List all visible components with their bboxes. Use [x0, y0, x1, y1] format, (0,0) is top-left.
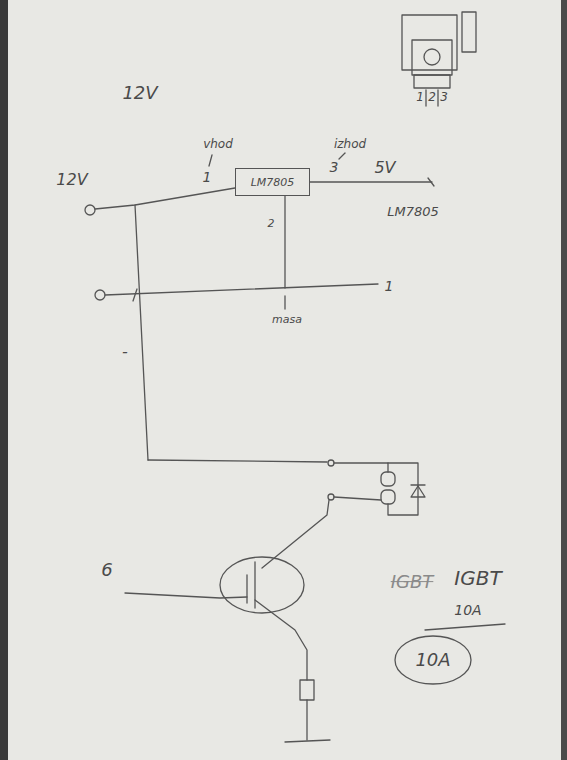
- underline: [425, 624, 505, 630]
- annotation: 3: [440, 91, 448, 104]
- wire: [255, 600, 307, 680]
- annotation: 2: [268, 218, 275, 230]
- annotation: 1: [203, 170, 212, 185]
- annotation: 12V: [56, 171, 87, 189]
- annotation: 12V: [122, 83, 157, 103]
- annotation: izhod: [334, 138, 366, 151]
- annotation: 5V: [374, 159, 395, 177]
- annotation: 10A: [454, 603, 481, 618]
- annotation: 1: [416, 91, 424, 104]
- wire: [334, 497, 381, 500]
- wire: [148, 460, 327, 462]
- annotation: masa: [272, 314, 302, 326]
- package-side: [462, 12, 476, 52]
- annotation: vhod: [203, 138, 233, 151]
- wire: [334, 463, 388, 472]
- leader-line: [209, 155, 212, 166]
- part-name: LM7805: [251, 176, 295, 189]
- terminal: [328, 460, 334, 466]
- wire: [310, 181, 432, 182]
- load-symbol: [300, 680, 314, 700]
- gate-plate: [246, 575, 247, 603]
- terminal: [95, 290, 105, 300]
- annotation: LM7805: [387, 205, 439, 219]
- gate-wire: [125, 593, 247, 598]
- wire: [284, 196, 285, 288]
- package-outline: [402, 15, 457, 70]
- annotation: 3: [330, 160, 339, 175]
- annotation: 10A: [415, 650, 450, 670]
- wire: [306, 700, 307, 740]
- photo-edge: [561, 0, 567, 760]
- diode-bar: [411, 484, 425, 485]
- pin-separator: [425, 90, 426, 106]
- ground-bar: [285, 740, 330, 742]
- wire-tick: [133, 289, 137, 301]
- terminal: [85, 205, 95, 215]
- relay-coil: [381, 472, 395, 486]
- wire: [95, 188, 235, 209]
- annotation: 2: [428, 91, 436, 104]
- package-tab: [414, 75, 450, 88]
- annotation: IGBT: [391, 572, 434, 592]
- leader-line: [284, 296, 285, 309]
- wire-tick: [428, 178, 434, 186]
- leader-line: [339, 153, 345, 159]
- relay-coil: [381, 490, 395, 504]
- package-body: [412, 40, 452, 75]
- photo-edge: [0, 0, 8, 760]
- annotation: 6: [101, 560, 112, 580]
- terminal: [328, 494, 334, 500]
- wire: [105, 284, 378, 295]
- annotation: IGBT: [454, 567, 501, 589]
- mounting-hole: [424, 49, 440, 65]
- annotation: 1: [385, 279, 394, 294]
- annotation: -: [122, 343, 128, 361]
- wire: [388, 463, 418, 515]
- wire: [135, 205, 148, 460]
- regulator-box: LM7805: [235, 168, 310, 196]
- diode-symbol: [411, 486, 425, 497]
- circle-mark: [395, 636, 471, 684]
- pin-separator: [437, 90, 438, 106]
